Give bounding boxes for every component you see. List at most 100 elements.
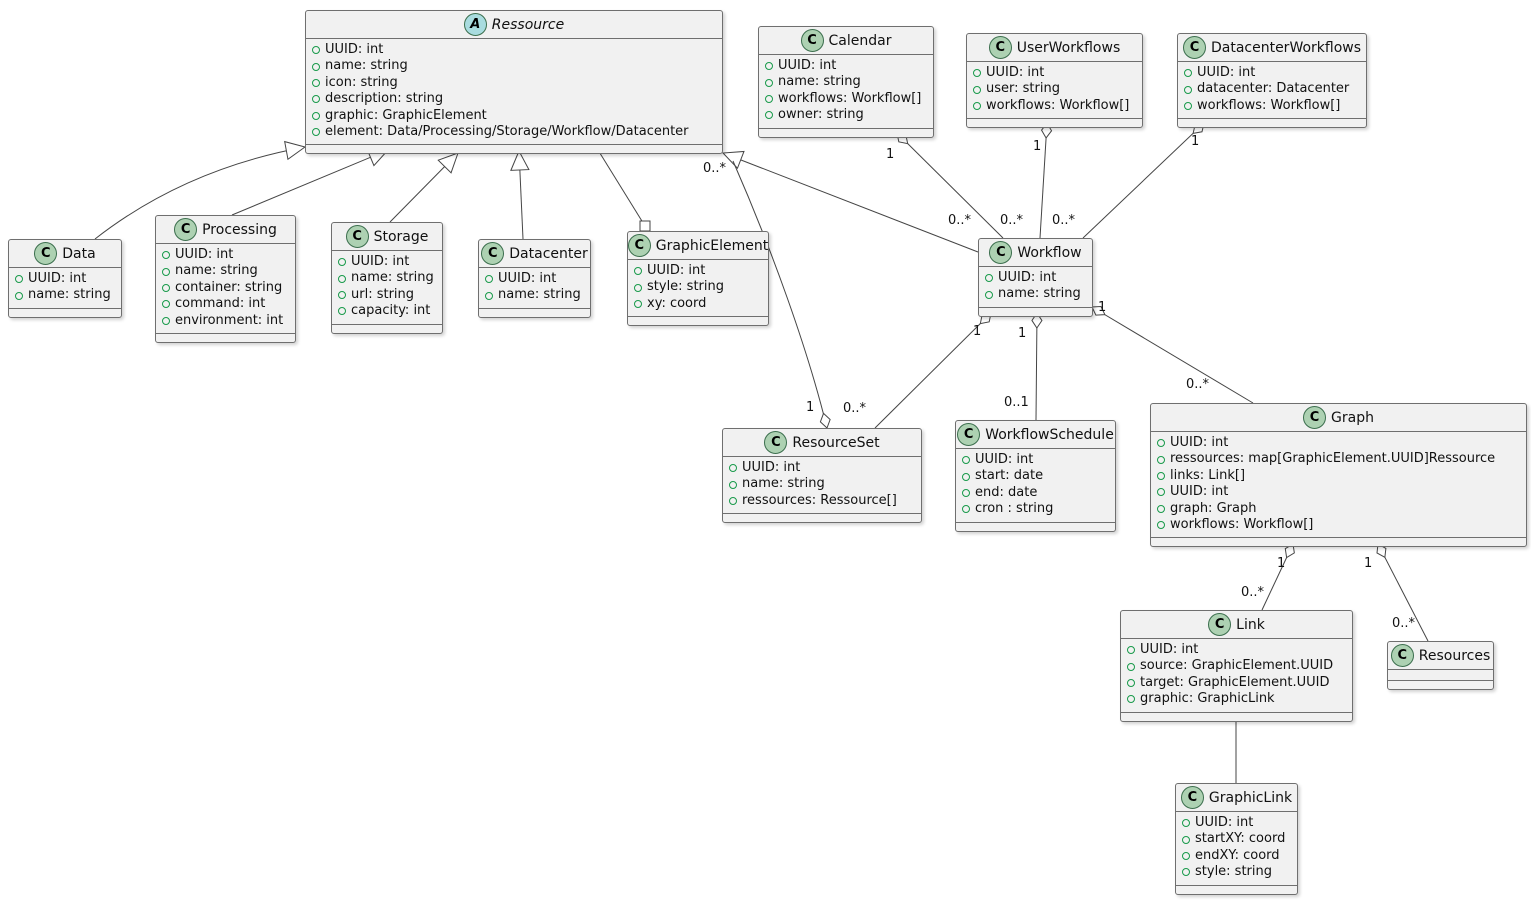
attribute-text: workflows: Workflow[] [986, 97, 1130, 113]
attribute-row: start: date [962, 468, 1109, 484]
field-visibility-icon [485, 291, 493, 300]
attribute-text: UUID: int [28, 271, 87, 286]
inheritance-arrowhead [437, 152, 459, 174]
field-visibility-icon [338, 258, 346, 267]
attribute-text: name: string [498, 287, 581, 303]
class-methods-compartment [1151, 538, 1526, 546]
attribute-row: UUID: int [634, 263, 762, 279]
class-stereotype-icon: C [481, 242, 505, 265]
multiplicity-label: 1 [886, 147, 895, 162]
field-visibility-icon [765, 95, 773, 104]
class-name: Calendar [828, 32, 892, 49]
field-visibility-icon [962, 456, 970, 465]
class-methods-compartment [759, 129, 933, 137]
edge-datacenterworkflows-workflow [1082, 122, 1205, 239]
attribute-text: target: GraphicElement.UUID [1140, 674, 1330, 690]
field-visibility-icon [729, 497, 737, 506]
attribute-row: links: Link[] [1157, 468, 1520, 484]
attribute-text: capacity: int [351, 303, 431, 319]
class-stereotype-icon: A [463, 13, 487, 36]
class-name: UserWorkflows [1016, 39, 1121, 56]
edge-storage-extends-ressource [389, 152, 459, 223]
field-visibility-icon [973, 85, 981, 94]
multiplicity-label: 1 [1033, 139, 1042, 154]
attribute-text: container: string [175, 279, 283, 295]
multiplicity-label: 1 [1098, 300, 1107, 315]
field-visibility-icon [312, 95, 320, 104]
class-stereotype-icon: C [764, 431, 788, 454]
class-name: DatacenterWorkflows [1210, 39, 1362, 56]
class-methods-compartment [979, 308, 1092, 316]
field-visibility-icon [1182, 835, 1190, 844]
class-stereotype-icon: C [345, 225, 369, 248]
attribute-row: container: string [162, 280, 289, 296]
attribute-row: workflows: Workflow[] [1157, 517, 1520, 533]
attribute-row: name: string [15, 287, 115, 303]
field-visibility-icon [1157, 504, 1165, 513]
class-methods-compartment [956, 523, 1115, 531]
field-visibility-icon [962, 505, 970, 514]
edge-workflow-graph [1091, 306, 1254, 404]
attribute-text: UUID: int [778, 58, 837, 73]
attribute-text: command: int [175, 296, 266, 312]
attribute-row: owner: string [765, 107, 927, 123]
aggregation-diamond [639, 220, 651, 232]
class-stereotype-icon: C [989, 241, 1013, 264]
attribute-row: name: string [485, 287, 584, 303]
class-stereotype-icon: C [1303, 406, 1327, 429]
field-visibility-icon [765, 111, 773, 120]
multiplicity-label: 0..1 [1004, 395, 1029, 410]
attribute-text: links: Link[] [1170, 467, 1246, 483]
multiplicity-label: 1 [1191, 134, 1200, 149]
attribute-text: name: string [28, 287, 111, 303]
class-methods-compartment [628, 317, 768, 325]
attribute-text: UUID: int [1170, 435, 1229, 450]
field-visibility-icon [962, 472, 970, 481]
attribute-row: UUID: int [162, 247, 289, 263]
class-methods-compartment [1121, 713, 1352, 721]
attribute-text: UUID: int [1140, 642, 1199, 657]
class-title: C Graph [1151, 404, 1526, 432]
class-title: C Link [1121, 611, 1352, 639]
class-title: C ResourceSet [723, 429, 921, 457]
multiplicity-label: 1 [1018, 326, 1027, 341]
attribute-row: element: Data/Processing/Storage/Workflo… [312, 124, 716, 140]
attribute-row: startXY: coord [1182, 831, 1291, 847]
field-visibility-icon [312, 79, 320, 88]
class-name: ResourceSet [792, 434, 880, 451]
field-visibility-icon [15, 275, 23, 284]
attribute-row: xy: coord [634, 296, 762, 312]
attribute-row: UUID: int [1127, 642, 1346, 658]
attribute-row: UUID: int [312, 42, 716, 58]
field-visibility-icon [1184, 85, 1192, 94]
attribute-text: start: date [975, 468, 1044, 484]
class-name: WorkflowSchedule [985, 426, 1114, 443]
field-visibility-icon [729, 464, 737, 473]
class-title: C WorkflowSchedule [956, 421, 1115, 449]
attribute-text: url: string [351, 286, 415, 302]
class-stereotype-icon: C [988, 36, 1012, 59]
attribute-text: ressources: map[GraphicElement.UUID]Ress… [1170, 451, 1496, 467]
multiplicity-label: 0..* [948, 213, 972, 228]
field-visibility-icon [162, 316, 170, 325]
attribute-text: user: string [986, 81, 1060, 97]
class-methods-compartment [1176, 886, 1297, 894]
field-visibility-icon [338, 274, 346, 283]
attribute-row: source: GraphicElement.UUID [1127, 658, 1346, 674]
attribute-row: UUID: int [1157, 435, 1520, 451]
field-visibility-icon [973, 102, 981, 111]
